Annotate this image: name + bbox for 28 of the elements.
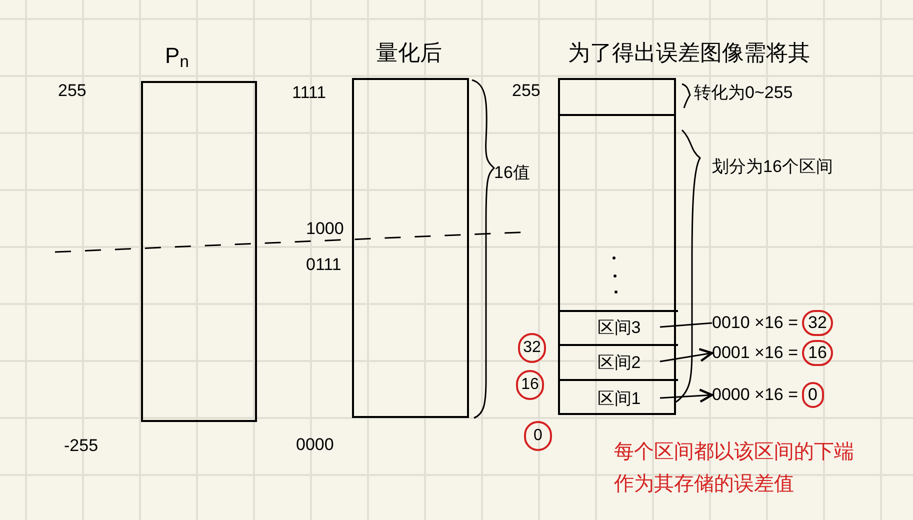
column-heading: 量化后 <box>376 39 442 67</box>
value-label: 0000 <box>296 434 334 456</box>
interval-row: 区间2 <box>560 344 678 379</box>
arrow <box>660 348 714 362</box>
circled-number: 16 <box>802 340 833 366</box>
column-heading: 为了得出误差图像需将其 <box>568 39 810 67</box>
interval-row: 区间3 <box>560 310 678 344</box>
value-label: 255 <box>512 80 540 102</box>
value-label: 划分为16个区间 <box>712 156 833 178</box>
circled-number: 0 <box>802 382 824 408</box>
value-label: -255 <box>64 435 98 457</box>
arrow <box>660 388 714 403</box>
value-label: 1000 <box>306 218 344 240</box>
interval-row: 区间1 <box>560 379 678 417</box>
value-label: 16值 <box>494 162 530 184</box>
value-label: 0111 <box>306 254 342 276</box>
note-text: 每个区间都以该区间的下端作为其存储的误差值 <box>614 440 855 497</box>
expression-text: 0000 ×16 = 0 <box>712 382 852 408</box>
value-label: 1111 <box>292 82 326 104</box>
circled-number: 16 <box>516 370 544 400</box>
circled-number: 0 <box>524 421 552 451</box>
circled-number: 32 <box>518 333 546 363</box>
column-heading: P$_{n}$ <box>165 42 189 72</box>
expression-text: 0001 ×16 = 16 <box>712 340 852 366</box>
value-label: 255 <box>58 80 86 102</box>
circled-number: 32 <box>802 310 833 336</box>
expression-text: 0010 ×16 = 32 <box>712 310 852 336</box>
value-label: 转化为0~255 <box>694 82 793 104</box>
